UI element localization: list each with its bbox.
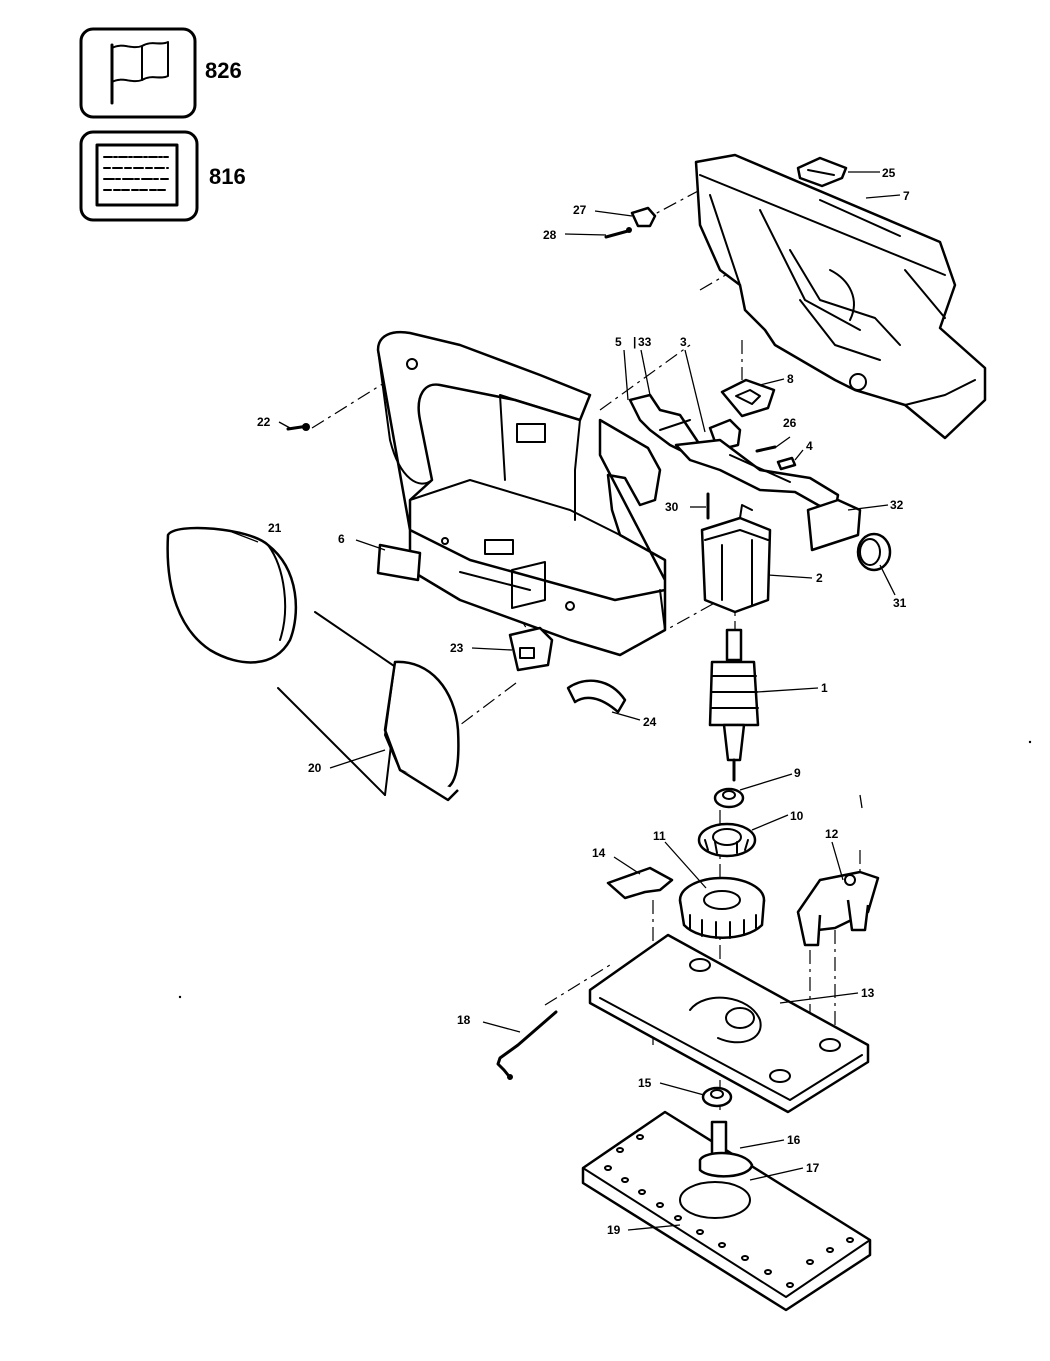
small-pin-part-4 (776, 456, 797, 471)
document-sheet-icon (95, 143, 179, 207)
cap-part-31 (856, 532, 892, 572)
label-25: 25 (882, 166, 896, 180)
bearing-part-9 (713, 787, 745, 809)
label-14: 14 (592, 846, 606, 860)
reference-number-816: 816 (209, 164, 246, 189)
bearing-part-15 (701, 1086, 733, 1108)
end-plate-part-32 (806, 498, 862, 552)
sheet-reference-frame (79, 130, 199, 222)
label-19: 19 (607, 1223, 621, 1237)
sanding-pad-part-19 (581, 1110, 872, 1312)
axis-tick (859, 794, 863, 809)
label-1: 1 (821, 681, 828, 695)
label-2: 2 (816, 571, 823, 585)
part-labels: 25 7 27 28 5 | 33 3 8 26 4 30 32 31 2 1 … (257, 166, 910, 1237)
screw-part-28 (604, 227, 632, 239)
label-30: 30 (665, 500, 679, 514)
small-pin-part-26 (755, 445, 777, 453)
label-4: 4 (806, 439, 813, 453)
label-24: 24 (643, 715, 657, 729)
switch-part-23 (508, 626, 554, 672)
speck (1028, 740, 1032, 744)
clip-part-25 (796, 156, 848, 188)
armature-part-1 (708, 628, 760, 782)
rear-housing-part-7 (694, 153, 987, 440)
label-33-separator: | (633, 335, 636, 349)
flag-icon (110, 41, 169, 105)
label-6: 6 (338, 532, 345, 546)
screw-part-22 (286, 423, 310, 431)
reference-number-826: 826 (205, 58, 242, 83)
label-3: 3 (680, 335, 687, 349)
label-8: 8 (787, 372, 794, 386)
label-32: 32 (890, 498, 904, 512)
label-9: 9 (794, 766, 801, 780)
flag-reference-frame (79, 27, 197, 119)
switch-button-part-8 (720, 378, 776, 418)
label-7: 7 (903, 189, 910, 203)
label-13: 13 (861, 986, 875, 1000)
label-10: 10 (790, 809, 804, 823)
spindle-part-16 (698, 1120, 754, 1178)
label-17: 17 (806, 1161, 820, 1175)
screw-part-27 (630, 206, 657, 228)
label-27: 27 (573, 203, 587, 217)
clip-part-24 (566, 679, 627, 714)
label-plate-part-6 (376, 543, 422, 582)
leader-lines (231, 171, 901, 1231)
sheet-reference: 816 (79, 130, 246, 222)
speck (178, 995, 182, 999)
bracket-part-12 (796, 870, 880, 947)
label-28-top: 28 (543, 228, 557, 242)
label-15: 15 (638, 1076, 652, 1090)
field-coil-part-2 (700, 504, 772, 614)
label-12: 12 (825, 827, 839, 841)
gear-part-11 (678, 876, 766, 939)
label-31: 31 (893, 596, 907, 610)
bracket-part-14 (606, 866, 674, 900)
base-plate-part-13 (588, 933, 870, 1114)
label-23: 23 (450, 641, 464, 655)
label-33: 33 (638, 335, 652, 349)
label-22: 22 (257, 415, 271, 429)
label-20: 20 (308, 761, 322, 775)
label-5: 5 (615, 335, 622, 349)
dust-bag-part-21 (166, 526, 298, 664)
label-18: 18 (457, 1013, 471, 1027)
wire-part-18 (496, 1010, 558, 1080)
handle-housing (376, 331, 667, 657)
flag-reference: 826 (79, 27, 242, 119)
fan-part-10 (697, 822, 757, 858)
label-16: 16 (787, 1133, 801, 1147)
label-21: 21 (268, 521, 282, 535)
label-26: 26 (783, 416, 797, 430)
label-11: 11 (653, 829, 666, 843)
dust-bag-frame-part-20 (277, 611, 460, 802)
